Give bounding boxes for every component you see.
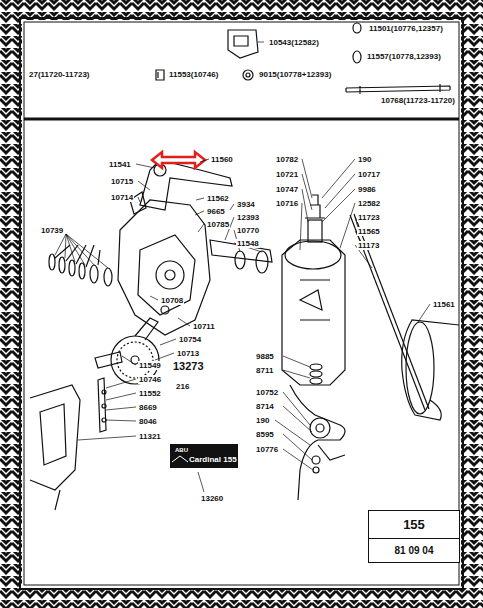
part-number: 10711 — [192, 322, 216, 331]
part-number: 11541 — [108, 160, 132, 169]
frame-line — [20, 18, 463, 589]
part-number: 10713 — [176, 349, 200, 358]
part-number: 11548 — [236, 239, 260, 248]
red-arrow — [152, 152, 205, 168]
part-number: 12582 — [357, 199, 381, 208]
part-number: 8714 — [255, 402, 275, 411]
part-number: 190 — [357, 155, 372, 164]
part-number: 11321 — [138, 432, 162, 441]
part-number: 10768(11723-11720) — [380, 96, 456, 105]
date-code: 81 09 04 — [369, 538, 459, 562]
part-number: 8046 — [138, 417, 158, 426]
part-number: 10717 — [357, 170, 381, 179]
part-number: 11560 — [210, 155, 234, 164]
part-number: 10739 — [40, 226, 64, 235]
model-number: 155 — [369, 511, 459, 538]
leader-lines — [55, 42, 430, 492]
part-number: 9015(10778+12393) — [258, 70, 332, 79]
part-number: 10785 — [206, 220, 230, 229]
part-number: 13273 — [172, 362, 205, 371]
part-number: 10715 — [110, 177, 134, 186]
part-number: 11562 — [206, 194, 230, 203]
part-number: 11723 — [357, 213, 381, 222]
part-number: 10776 — [255, 445, 279, 454]
part-drawings — [24, 23, 459, 510]
part-number: 3934 — [236, 200, 256, 209]
part-number: 10752 — [255, 388, 279, 397]
part-number: 11553(10746) — [168, 70, 219, 79]
part-number: 10714 — [110, 193, 134, 202]
part-number: 11561 — [432, 300, 456, 309]
part-number: 10708 — [160, 296, 184, 305]
name-sticker — [170, 444, 238, 468]
part-number: 190 — [255, 416, 270, 425]
part-number: 10721 — [275, 170, 299, 179]
part-number: 8711 — [255, 366, 274, 375]
part-number: 8669 — [138, 403, 158, 412]
part-number: 216 — [175, 382, 190, 391]
sticker-text: ABU — [174, 446, 189, 455]
part-number: 12393 — [236, 213, 260, 222]
frame-line — [24, 22, 459, 585]
part-number: 27(11720-11723) — [28, 70, 91, 79]
sticker-text: Cardinal 155 — [188, 455, 238, 464]
part-number: 11501(10776,12357) — [368, 24, 444, 33]
title-box: 15581 09 04 — [368, 510, 460, 563]
part-number: 9986 — [357, 185, 377, 194]
part-number: 9665 — [206, 207, 226, 216]
part-number: 13260 — [200, 494, 224, 503]
part-number: 9885 — [255, 352, 275, 361]
part-number: 10746 — [138, 375, 162, 384]
part-number: 10543(12582) — [268, 38, 320, 47]
part-number: 11173 — [357, 241, 380, 250]
part-number: 11552 — [138, 389, 162, 398]
part-number: 10782 — [275, 155, 299, 164]
part-number: 10747 — [275, 185, 299, 194]
part-number: 10716 — [275, 199, 299, 208]
part-number: 11557(10778,12393) — [366, 52, 442, 61]
part-number: 8595 — [255, 430, 275, 439]
part-number: 11565 — [357, 227, 381, 236]
part-number: 10754 — [178, 335, 202, 344]
part-number: 11549 — [138, 361, 162, 370]
part-number: 10770 — [236, 226, 260, 235]
